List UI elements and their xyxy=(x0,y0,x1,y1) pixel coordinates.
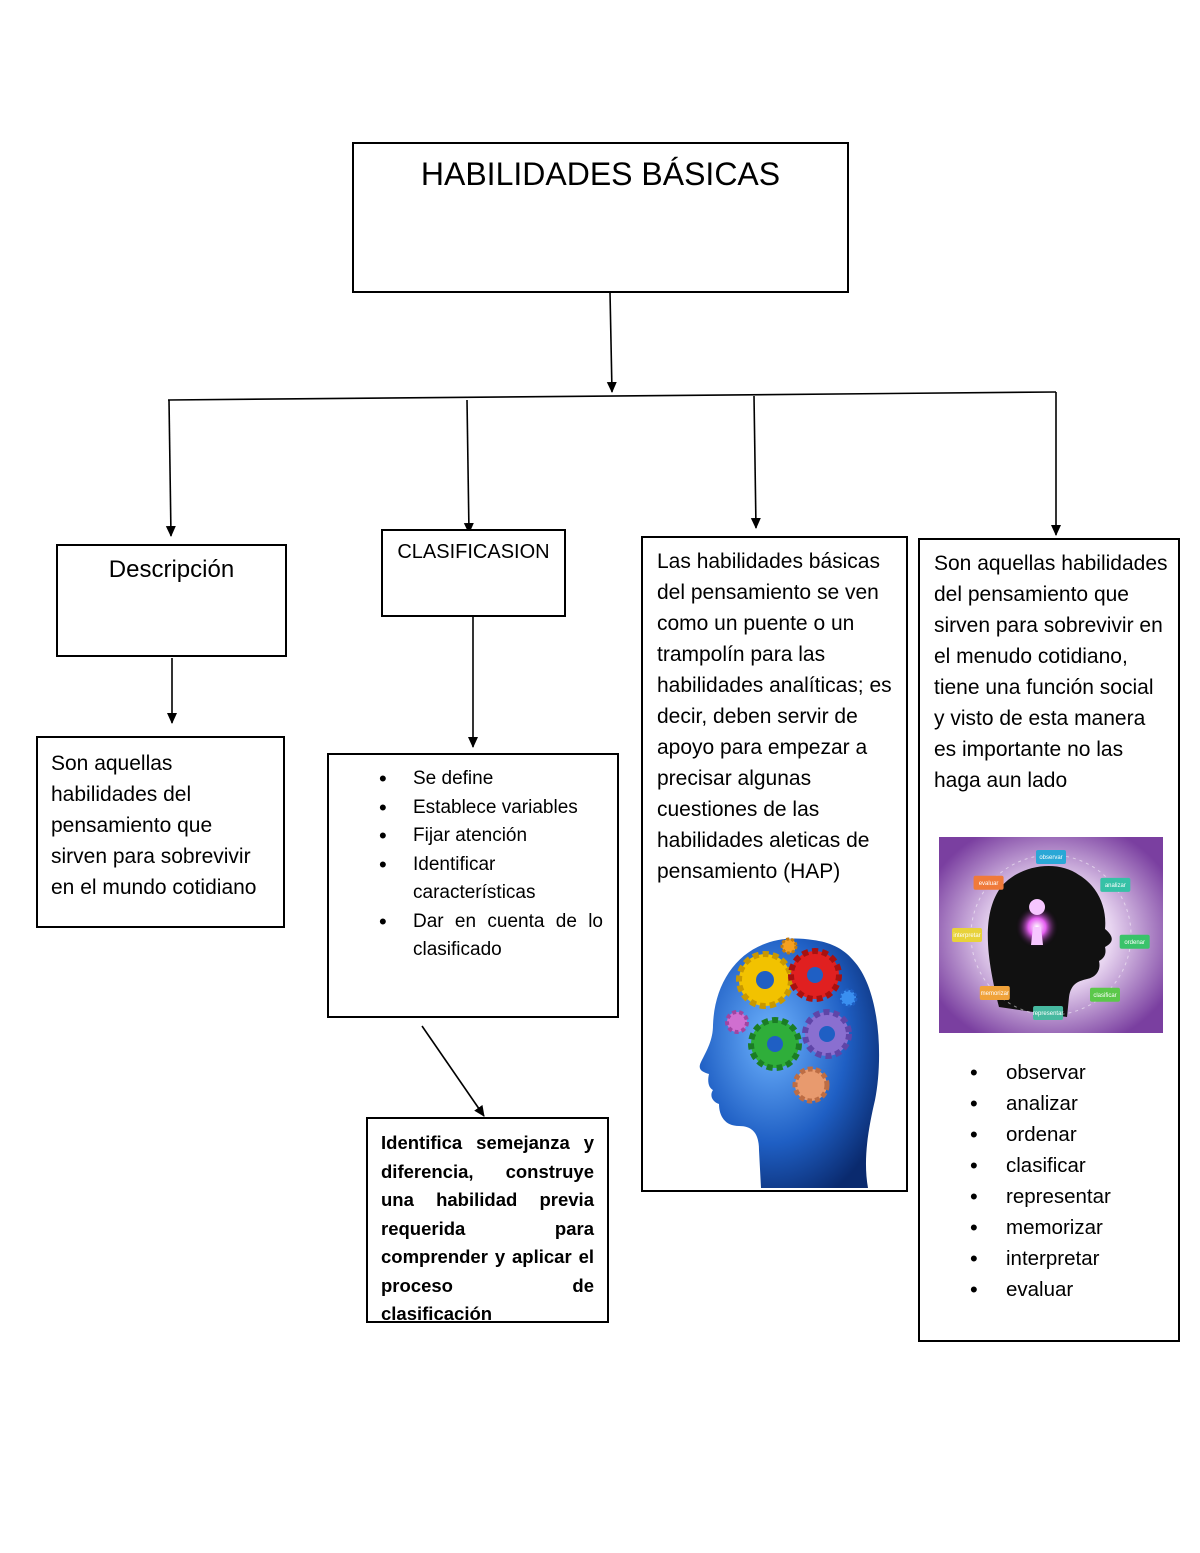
wheel-chip xyxy=(973,875,1004,890)
wheel-chip-label: representar xyxy=(1033,1011,1064,1017)
thinking-wheel-illustration: observar analizar ordenar clasificar represe… xyxy=(939,837,1163,1033)
wheel-chip-label: analizar xyxy=(1105,883,1126,889)
wheel-chip-label: clasificar xyxy=(1093,993,1116,999)
list-item: evaluar xyxy=(934,1274,1111,1305)
wheel-chip-label: memorizar xyxy=(981,991,1009,997)
wheel-chip-label: evaluar xyxy=(979,881,999,887)
arrow-clasificacion xyxy=(463,399,474,534)
arrow-puente xyxy=(750,395,761,529)
root-title: HABILIDADES BÁSICAS xyxy=(420,156,781,192)
social-node: Son aquellas habilidades del pensamiento… xyxy=(918,538,1180,1342)
puente-node: Las habilidades básicas del pensamiento … xyxy=(641,536,908,1192)
keyhole-icon xyxy=(1029,899,1046,945)
list-item: ordenar xyxy=(934,1119,1111,1150)
wheel-chip xyxy=(1033,1005,1064,1020)
descripcion-detail-node: Son aquellas habilidades del pensamiento… xyxy=(36,736,285,928)
list-item: analizar xyxy=(934,1088,1111,1119)
branch-bar xyxy=(167,391,1057,401)
wheel-chip-label: interpretar xyxy=(953,933,980,939)
brain-gears-illustration xyxy=(699,937,880,1188)
wheel-chip-label: ordenar xyxy=(1124,940,1145,946)
list-item: memorizar xyxy=(934,1212,1111,1243)
clasificacion-list-node: Se define Establece variables Fijar aten… xyxy=(327,753,619,1018)
list-item: interpretar xyxy=(934,1243,1111,1274)
wheel-chip xyxy=(1100,877,1131,892)
descripcion-header: Descripción xyxy=(108,556,235,583)
wheel-chip xyxy=(1089,987,1120,1002)
clasificacion-result-text: Identifica semejanza y diferencia, const… xyxy=(381,1132,594,1324)
social-skill-list: observar analizar ordenar clasificar rep… xyxy=(934,1057,1111,1305)
clasificacion-result-node: Identifica semejanza y diferencia, const… xyxy=(366,1117,609,1324)
social-text: Son aquellas habilidades del pensamiento… xyxy=(934,552,1168,792)
wheel-chip xyxy=(1119,934,1150,949)
descripcion-text: Son aquellas habilidades del pensamiento… xyxy=(51,752,257,899)
clasificacion-node: CLASIFICASION xyxy=(381,529,566,617)
list-item: representar xyxy=(934,1181,1111,1212)
wheel-chip xyxy=(952,928,982,942)
puente-text: Las habilidades básicas del pensamiento … xyxy=(657,550,892,883)
list-item: Establece variables xyxy=(343,794,603,823)
gears-icon xyxy=(725,937,858,1104)
root-to-branch-arrow xyxy=(606,291,617,393)
descripcion-node: Descripción xyxy=(56,544,287,657)
list-item: clasificar xyxy=(934,1150,1111,1181)
wheel-chip-label: observar xyxy=(1039,855,1062,861)
list-item: Identificar características xyxy=(343,851,603,908)
list-item: Dar en cuenta de lo clasificado xyxy=(343,908,603,965)
root-node: HABILIDADES BÁSICAS xyxy=(352,142,849,293)
wheel-chip xyxy=(1036,850,1066,864)
arrow-descripcion xyxy=(165,399,176,537)
arrow-clasificacion-result xyxy=(421,1025,485,1117)
wheel-chip xyxy=(979,985,1010,1000)
list-item: Fijar atención xyxy=(343,822,603,851)
clasificacion-list: Se define Establece variables Fijar aten… xyxy=(343,765,603,965)
list-item: Se define xyxy=(343,765,603,794)
clasificacion-header: CLASIFICASION xyxy=(397,541,550,563)
list-item: observar xyxy=(934,1057,1111,1088)
